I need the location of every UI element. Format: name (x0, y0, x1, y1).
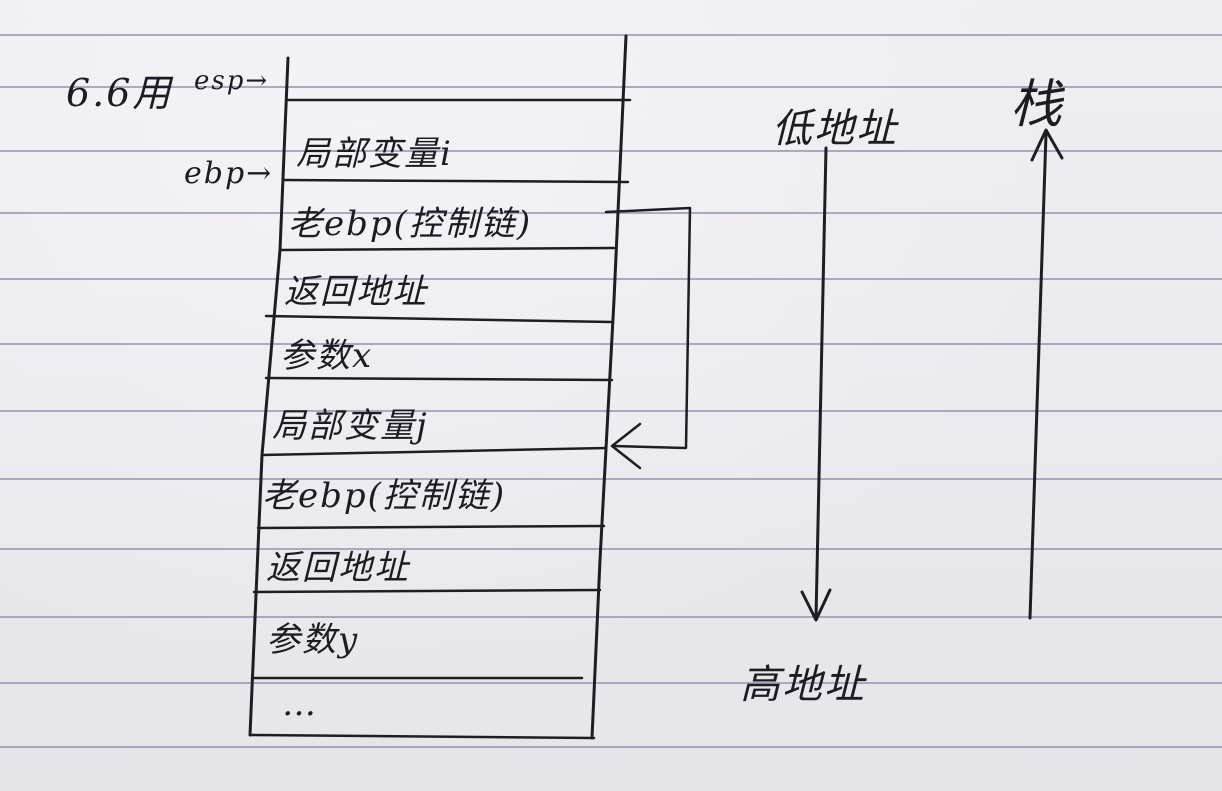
ruled-line (0, 410, 1222, 412)
ebp-pointer-label: ebp→ (184, 156, 274, 191)
stack-cell-label: 局部变量j (272, 406, 429, 446)
ruled-line (0, 278, 1222, 280)
ruled-line (0, 548, 1222, 550)
stack-growth-arrow (1028, 132, 1048, 620)
cell-divider (278, 246, 616, 252)
stack-cell-label: 参数x (280, 336, 374, 376)
stack-cell-label: 老ebp(控制链) (262, 476, 507, 516)
cell-divider (248, 733, 596, 740)
low-address-label: 低地址 (772, 106, 898, 152)
cell-divider (252, 588, 602, 594)
ruled-line (0, 682, 1222, 684)
stack-cell-label: 返回地址 (284, 272, 428, 312)
cell-divider (282, 178, 630, 184)
esp-pointer-label: esp→ (194, 66, 270, 96)
ruled-line (0, 86, 1222, 88)
cell-divider (256, 524, 606, 530)
ruled-line (0, 478, 1222, 480)
stack-title: 栈 (1010, 75, 1065, 135)
stack-cell-label: 参数y (266, 620, 360, 660)
stack-cell-label: 老ebp(控制链) (288, 204, 533, 244)
ruled-line (0, 616, 1222, 618)
esp-prefix-label: 6.6用 (66, 71, 173, 115)
stack-growth-arrowhead (1030, 128, 1064, 162)
ruled-line (0, 150, 1222, 152)
cell-divider (264, 376, 614, 382)
high-address-label: 高地址 (740, 662, 866, 708)
control-link-arrowhead (610, 422, 642, 470)
stack-right-border (590, 34, 628, 740)
ruled-line (0, 746, 1222, 748)
stack-cell-label: 返回地址 (266, 548, 410, 588)
ruled-line (0, 34, 1222, 36)
address-direction-arrowhead (800, 588, 832, 622)
cell-divider (260, 446, 608, 457)
stack-cell-label: … (282, 684, 318, 724)
stack-cell-label: 局部变量i (296, 134, 453, 174)
control-link-arrow (604, 206, 692, 450)
cell-divider (264, 314, 614, 324)
address-direction-arrow (814, 146, 828, 620)
stack-left-border (248, 56, 290, 737)
